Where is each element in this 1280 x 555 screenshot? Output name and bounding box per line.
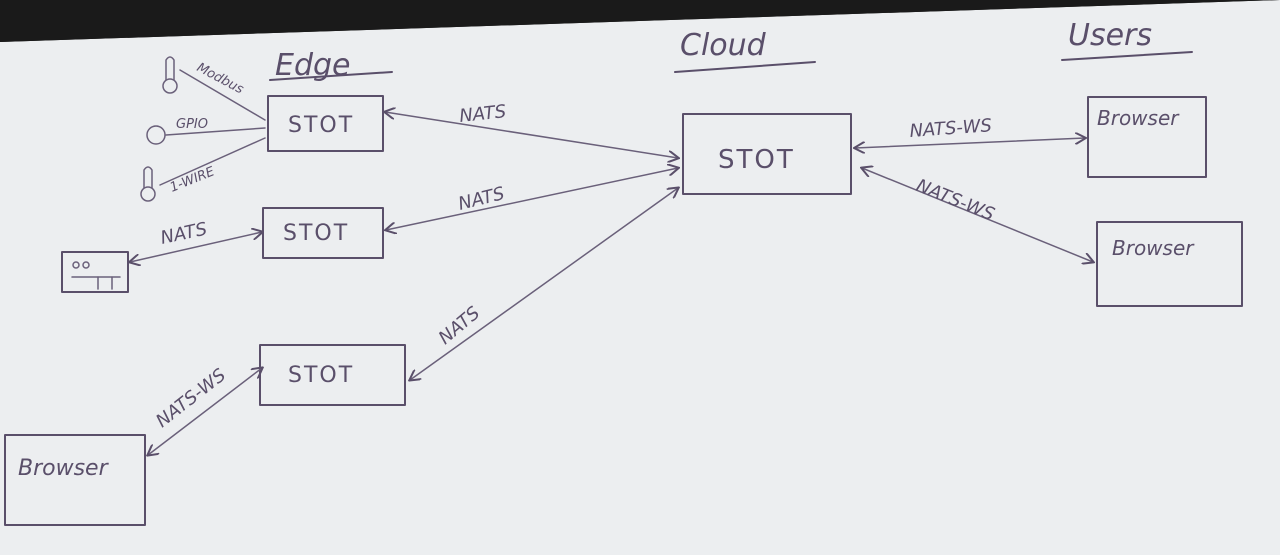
box-edge-3-label: STOT bbox=[288, 363, 354, 388]
link-edge3-cloud bbox=[410, 188, 678, 380]
line-modbus bbox=[179, 69, 266, 121]
box-browser-edge-label: Browser bbox=[18, 456, 110, 481]
link-cloud-browser2 bbox=[862, 168, 1093, 262]
heading-cloud: Cloud bbox=[680, 28, 767, 63]
box-browser-user-1 bbox=[1087, 96, 1207, 178]
heading-users: Users bbox=[1068, 18, 1152, 53]
link-cloud-browser1 bbox=[855, 138, 1085, 148]
box-cloud-label: STOT bbox=[718, 145, 795, 175]
link-edge1-cloud bbox=[385, 112, 678, 158]
box-browser-edge bbox=[4, 434, 146, 526]
device-box bbox=[61, 251, 129, 293]
heading-cloud-underline bbox=[674, 61, 816, 73]
link-device-edge2 bbox=[130, 232, 262, 262]
bulb-icon bbox=[146, 125, 166, 145]
thermometer-icon-2 bbox=[140, 166, 156, 202]
box-edge-2-label: STOT bbox=[283, 221, 349, 246]
thermometer-icon bbox=[162, 56, 178, 94]
sensor-label-gpio: GPIO bbox=[176, 117, 208, 132]
box-browser-user-1-label: Browser bbox=[1097, 106, 1180, 130]
box-browser-user-2-label: Browser bbox=[1112, 236, 1195, 260]
device-led-1 bbox=[72, 261, 80, 269]
heading-edge-underline bbox=[269, 71, 393, 81]
device-led-2 bbox=[82, 261, 90, 269]
link-browser-edge3 bbox=[148, 368, 262, 455]
line-onewire bbox=[159, 137, 266, 186]
box-edge-1-label: STOT bbox=[288, 113, 354, 138]
box-browser-user-2 bbox=[1096, 221, 1243, 307]
heading-users-underline bbox=[1061, 51, 1193, 61]
link-edge1-cloud-label: NATS bbox=[458, 101, 507, 127]
line-gpio bbox=[165, 127, 266, 136]
paper-shadow bbox=[0, 0, 1280, 42]
box-cloud bbox=[682, 113, 852, 195]
